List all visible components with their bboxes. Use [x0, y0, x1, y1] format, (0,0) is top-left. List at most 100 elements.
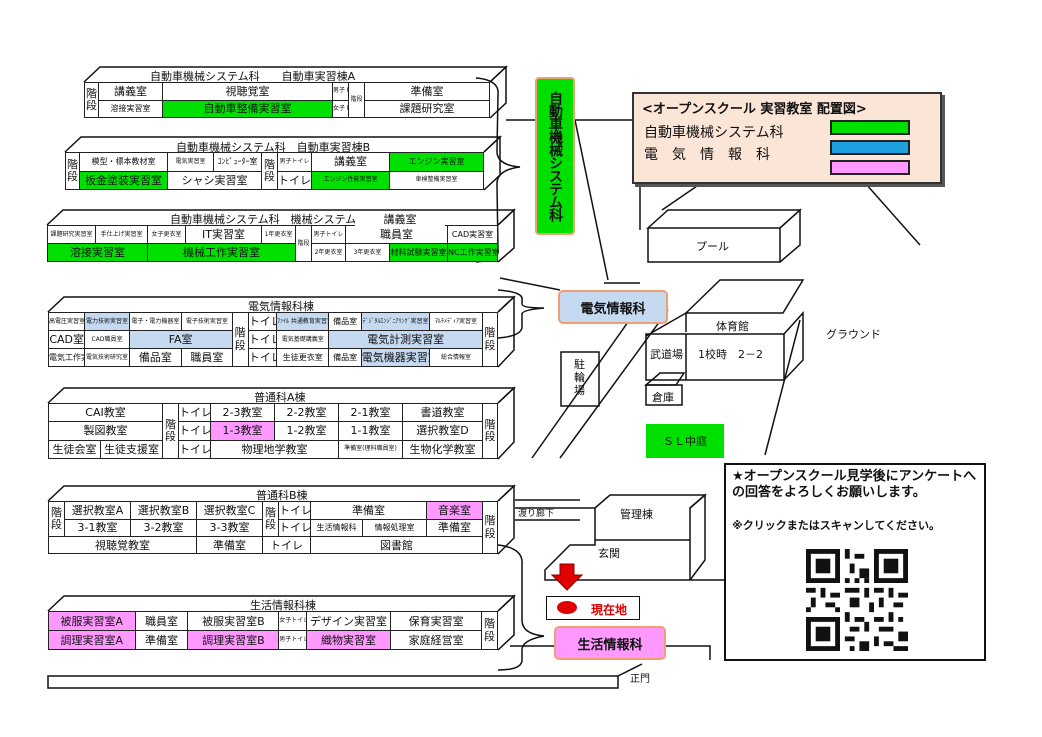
- qr-code-icon[interactable]: [806, 549, 908, 651]
- room: 準備室: [364, 82, 490, 101]
- stair: 階段: [262, 500, 279, 538]
- room: 電気計測実習室: [328, 330, 483, 349]
- room: ｺﾝﾋﾟｭｰﾀｰ室: [213, 152, 262, 172]
- room: 電気基礎講義室: [275, 330, 330, 349]
- legend: <オープンスクール 実習教室 配置図> 自動車機械システム科 電 気 情 報 科: [632, 92, 942, 184]
- room: 電気工作実習室: [47, 348, 86, 367]
- room: CAD実習室: [447, 225, 498, 244]
- room: 生徒支援室: [99, 439, 164, 460]
- room: 溶接実習室: [98, 99, 163, 118]
- room: 選択教室B: [130, 501, 197, 520]
- room: 製図教室: [47, 421, 164, 441]
- dept-label-elec: 電気情報科: [558, 290, 668, 324]
- room: トイレ: [178, 421, 212, 441]
- room: 電気技術研究室: [84, 348, 130, 367]
- room: 調理実習室A: [48, 630, 136, 650]
- room: トイレ: [277, 170, 312, 190]
- room: 生活情報科: [310, 518, 363, 538]
- room: 生徒更衣室: [275, 348, 330, 367]
- room: 被服実習室B: [187, 611, 280, 631]
- room: 女子更衣室: [147, 225, 186, 244]
- legend-swatch-blue: [830, 140, 910, 155]
- room: デザイン実習室: [305, 611, 392, 631]
- dept-label-life: 生活情報科: [554, 626, 666, 660]
- building-b: 階段 模型・標本教材室 電気実習室 ｺﾝﾋﾟｭｰﾀｰ室 階段 男子トイレ 講義室…: [65, 152, 484, 190]
- room: 備品室: [128, 348, 183, 367]
- location-marker-icon: [557, 601, 577, 614]
- room: CAI教室: [47, 402, 164, 423]
- room: 情報処理室: [362, 518, 427, 538]
- room: 音楽室: [426, 501, 483, 520]
- room: 生徒会室: [48, 439, 101, 460]
- room: 高電圧実習室: [47, 312, 86, 331]
- storage-label: 倉庫: [652, 391, 674, 404]
- room: NC工作実習室: [447, 243, 498, 262]
- room: 選択教室A: [64, 501, 131, 520]
- room: 板金塗装実習室: [79, 170, 168, 190]
- room: 2-2教室: [274, 402, 340, 423]
- room: ﾌｧｲﾙ 共通教育実習室: [275, 312, 330, 331]
- room: 自動車整備実習室: [162, 99, 333, 118]
- room: エンジン実習室: [389, 152, 484, 172]
- room: 準備室: [196, 536, 263, 554]
- survey-box[interactable]: ★オープンスクール見学後にアンケートへの回答をよろしくお願いします。 ※クリック…: [724, 463, 986, 661]
- budo-label: 武道場: [650, 348, 683, 361]
- room: 職員室: [134, 611, 189, 631]
- room: 選択教室D: [402, 421, 484, 441]
- building-a-title: 自動車機械システム科 自動車実習棟A: [150, 70, 356, 83]
- room: 視聴覚教室: [48, 536, 197, 554]
- current-location-label: 現在地: [591, 603, 628, 617]
- room: 2-3教室: [210, 402, 276, 423]
- room: 3-2教室: [130, 518, 197, 538]
- room: IT実習室: [185, 225, 262, 244]
- room: 機械工作実習室: [147, 243, 296, 262]
- room: 女子トイレ: [278, 611, 307, 631]
- building-e-title: 普通科A棟: [254, 391, 306, 404]
- legend-swatch-green: [830, 120, 910, 135]
- ground-label: グラウンド: [826, 328, 881, 341]
- room: シャシ実習室: [167, 170, 262, 190]
- room: 2年更衣室: [311, 243, 346, 262]
- room: 1-2教室: [274, 421, 340, 441]
- room: 3年更衣室: [345, 243, 390, 262]
- building-b-title: 自動車機械システム科 自動車実習棟B: [176, 141, 371, 154]
- room: トイレ: [278, 518, 311, 538]
- room: 電力技術実習室: [84, 312, 130, 331]
- room: 車検整備実習室: [389, 170, 484, 190]
- room: エンジン性能実習室: [311, 170, 390, 190]
- room: 材料試験実習室: [389, 243, 448, 262]
- corridor-label: 渡り廊下: [518, 509, 555, 519]
- room: FA室: [128, 330, 233, 349]
- stair: 階段: [261, 152, 278, 190]
- room: 選択教室C: [196, 501, 263, 520]
- legend-label: 電 気 情 報 科: [644, 147, 770, 163]
- stair: 階段: [482, 403, 499, 459]
- room: 溶接実習室: [47, 243, 148, 262]
- room: 保育実習室: [390, 611, 483, 631]
- room: 1-1教室: [338, 421, 404, 441]
- room: 物理地学教室: [210, 439, 340, 460]
- building-d-title: 電気情報科棟: [248, 300, 314, 313]
- room: 3-1教室: [64, 518, 131, 538]
- room: 女子トイレ: [332, 99, 349, 118]
- room: 男子トイレ: [277, 152, 312, 172]
- room: 男子トイレ 多目的トイレ: [332, 82, 349, 101]
- room: 家庭経営室: [390, 630, 483, 650]
- room: 課題研究実習室: [47, 225, 96, 244]
- bike-parking-label: 駐輪場: [574, 358, 585, 398]
- building-e: CAI教室 階段 トイレ 2-3教室 2-2教室 2-1教室 書道教室 階段 製…: [47, 402, 499, 460]
- room: ﾃﾞｼﾞﾀﾙｴﾝｼﾞﾆｱﾘﾝｸﾞ実習室: [360, 312, 431, 331]
- room: トイレ: [247, 312, 277, 331]
- room: トイレ: [247, 330, 277, 349]
- room: トイレ: [247, 348, 277, 367]
- admin-label: 管理棟: [620, 508, 653, 521]
- stair: 階段: [481, 312, 499, 367]
- survey-note: ※クリックまたはスキャンしてください。: [732, 519, 941, 532]
- room: トイレ: [278, 501, 311, 520]
- dept-label-auto: 自動車機械システム科: [535, 77, 575, 235]
- room: 準備室: [134, 630, 189, 650]
- room: 1-3教室: [210, 421, 276, 441]
- room: ﾏﾙﾁﾒﾃﾞｨｱ実習室: [429, 312, 483, 331]
- room: 講義室: [355, 211, 445, 227]
